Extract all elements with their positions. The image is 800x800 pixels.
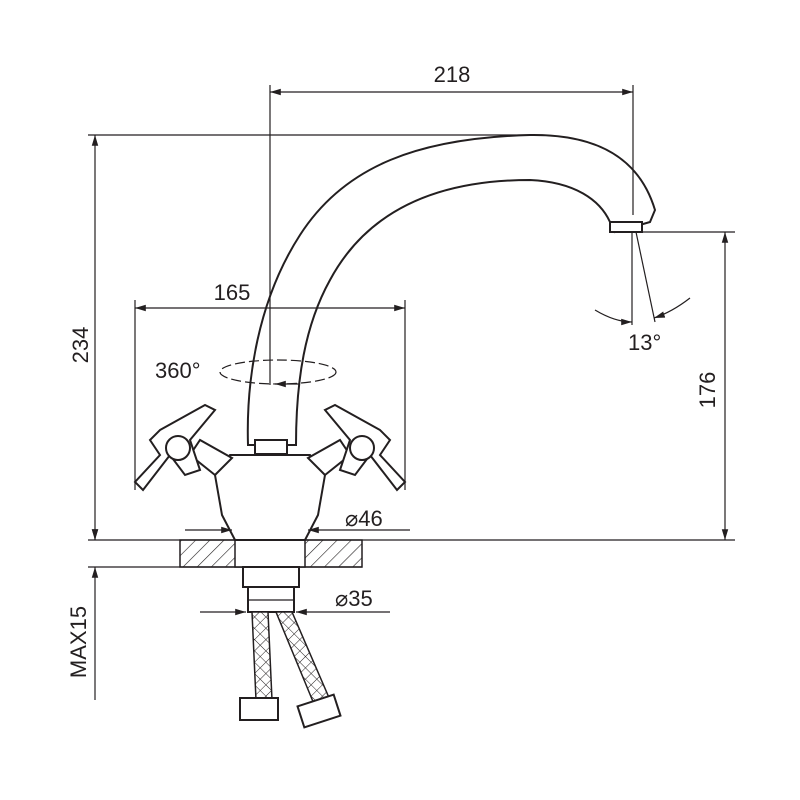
dimension-d35: ⌀35 <box>200 586 390 616</box>
dimension-218: 218 <box>269 62 634 385</box>
spout <box>246 133 657 455</box>
label-base-diameter: ⌀46 <box>345 506 383 531</box>
countertop <box>88 539 735 568</box>
faucet-body <box>188 438 352 541</box>
dimension-176: 176 <box>640 231 735 540</box>
left-handle <box>133 403 217 492</box>
dimension-234: 234 <box>68 134 535 540</box>
label-max-thickness: MAX15 <box>66 606 91 678</box>
mounting-nut <box>242 566 300 613</box>
label-mount-diameter: ⌀35 <box>335 586 373 611</box>
label-handle-span: 165 <box>214 280 251 305</box>
swivel-indicator: 360° <box>155 358 337 388</box>
angle-13: 13° <box>594 231 691 355</box>
dimension-165: 165 <box>134 280 406 490</box>
label-aerator-angle: 13° <box>628 330 661 355</box>
dimension-max15: MAX15 <box>66 529 99 700</box>
label-swivel: 360° <box>155 358 201 383</box>
supply-hoses <box>239 611 342 729</box>
right-handle <box>323 403 407 492</box>
label-spout-height: 176 <box>695 372 720 409</box>
label-total-height: 234 <box>68 327 93 364</box>
dimension-d46: ⌀46 <box>185 506 410 534</box>
label-spout-reach: 218 <box>434 62 471 87</box>
